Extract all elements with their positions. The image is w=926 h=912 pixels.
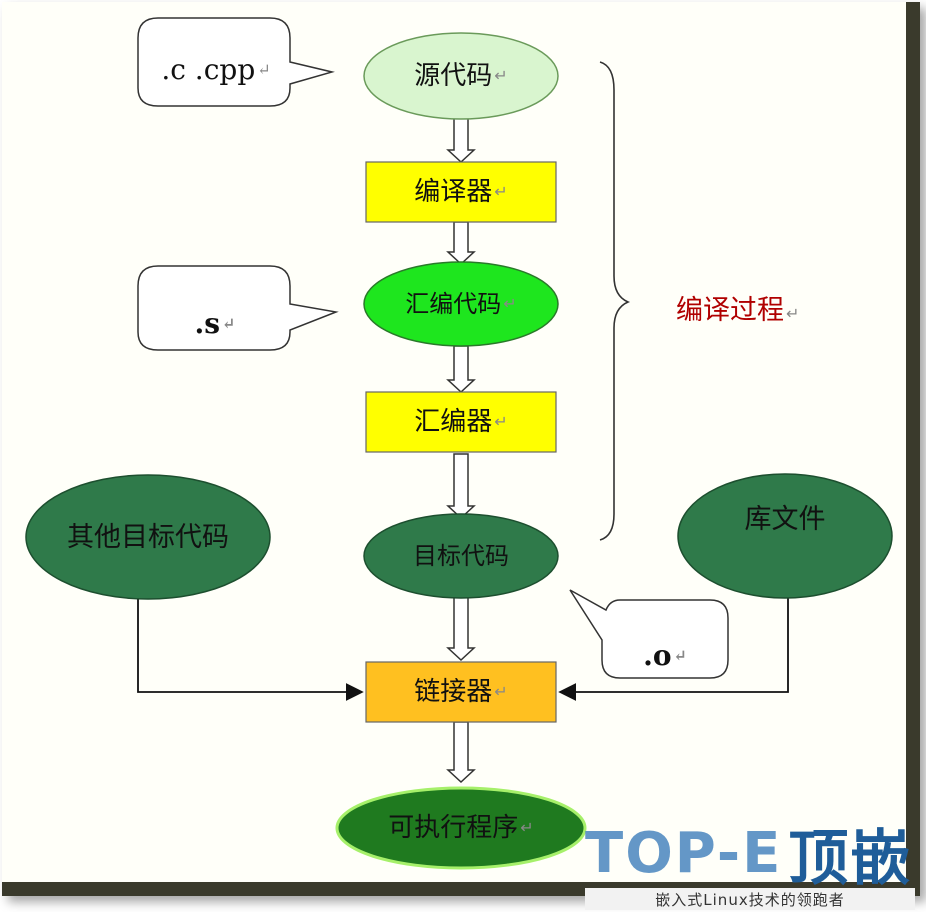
node-assembler	[365, 391, 557, 453]
compile-process-brace	[599, 61, 631, 541]
connector-library-to-linker	[558, 596, 789, 701]
watermark: TOP-E 顶嵌 嵌入式Linux技术的领跑者	[585, 818, 915, 910]
callout-text-source-ext: .c .cpp↵	[161, 52, 271, 86]
flow-arrow-3	[446, 345, 476, 394]
flow-arrow-5	[446, 595, 476, 662]
label-executable: 可执行程序↵	[388, 812, 534, 843]
label-linker: 链接器↵	[414, 676, 508, 707]
callout-assembly-ext	[137, 265, 339, 351]
callout-text-assembly-ext: .s↵	[194, 306, 236, 340]
callout-source-ext	[137, 17, 335, 107]
watermark-logo: TOP-E 顶嵌	[585, 820, 913, 894]
compile-process-label: 编译过程↵	[676, 295, 800, 326]
label-assembly-code: 汇编代码↵	[405, 290, 517, 318]
flow-arrow-4	[446, 453, 476, 520]
node-source-code	[363, 32, 559, 120]
flow-arrow-2	[446, 221, 476, 266]
label-compiler: 编译器↵	[414, 176, 508, 207]
label-object-code: 目标代码	[413, 542, 509, 570]
label-other-object-code: 其他目标代码	[67, 522, 229, 554]
node-executable	[335, 786, 587, 870]
node-other-object-code	[25, 474, 271, 600]
watermark-tagline: 嵌入式Linux技术的领跑者	[585, 888, 915, 910]
label-library-files: 库文件	[744, 504, 826, 536]
node-compiler	[365, 161, 557, 223]
flow-arrow-6	[446, 721, 476, 784]
label-source-code: 源代码↵	[414, 60, 508, 91]
connector-other-objects-to-linker	[137, 598, 364, 701]
node-object-code	[363, 513, 559, 599]
node-linker	[365, 661, 557, 723]
label-assembler: 汇编器↵	[414, 406, 508, 437]
node-library-files	[677, 473, 893, 599]
callout-object-ext	[569, 589, 729, 679]
flow-arrow-1	[446, 117, 476, 164]
node-assembly-code	[363, 261, 559, 347]
callout-text-object-ext: .o↵	[643, 638, 687, 672]
